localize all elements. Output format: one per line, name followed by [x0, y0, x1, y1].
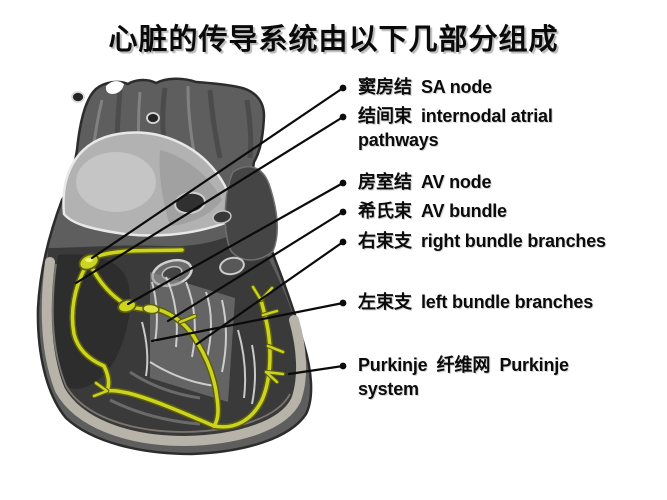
label-av-node: 房室结 AV node	[358, 171, 491, 195]
internodal-pathway	[70, 264, 111, 393]
bullet-purkinje	[339, 362, 347, 370]
label-left-bundle-en: left bundle branches	[421, 292, 594, 312]
label-av-bundle: 希氏束 AV bundle	[358, 200, 507, 224]
leader-line-internodal-pathways	[74, 115, 345, 285]
bullet-av-bundle	[339, 208, 347, 216]
label-av-node-en: AV node	[421, 172, 492, 192]
right-atrium-cut	[224, 165, 279, 261]
bullet-left-bundle	[339, 299, 347, 307]
leader-line-sa-node	[90, 86, 345, 260]
vessel-opening-left	[71, 91, 85, 103]
label-purkinje-en-prefix: Purkinje	[358, 355, 428, 375]
atrial-pathway	[96, 248, 184, 258]
label-left-bundle-zh: 左束支	[358, 292, 412, 312]
his-bundle-marker	[142, 303, 160, 315]
label-sa-node: 窦房结 SA node	[358, 76, 492, 100]
label-bullets	[339, 84, 347, 370]
leader-lines	[74, 86, 345, 376]
trabeculae-streaks	[141, 276, 256, 405]
atrium-highlight	[76, 152, 156, 212]
bullet-sa-node	[339, 84, 347, 92]
bullet-internodal-pathways	[339, 113, 347, 121]
conduction-system	[69, 246, 286, 431]
vessel-notch	[105, 80, 124, 94]
bottom-muscle-streaks	[109, 370, 201, 426]
vessel-ring-small	[212, 210, 232, 224]
sa-node-highlight	[85, 258, 93, 262]
label-purkinje-en: Purkinje	[499, 355, 569, 375]
label-right-bundle-branches: 右束支 right bundle branches	[358, 230, 606, 254]
label-sa-node-en: SA node	[421, 77, 492, 97]
label-av-bundle-zh: 希氏束	[358, 201, 412, 221]
bullet-right-bundle	[339, 238, 347, 246]
label-purkinje-en-line2: system	[358, 379, 419, 399]
label-av-node-zh: 房室结	[358, 172, 412, 192]
leader-line-av-node	[126, 181, 345, 306]
label-sa-node-zh: 窦房结	[358, 77, 412, 97]
leader-line-purkinje	[287, 364, 345, 376]
bullet-av-node	[339, 179, 347, 187]
heart-illustration	[36, 77, 313, 456]
left-cavity	[53, 254, 131, 389]
leader-line-left-bundle	[150, 301, 345, 343]
label-internodal-zh: 结间束	[358, 106, 412, 126]
label-purkinje-zh: 纤维网	[436, 355, 491, 375]
leader-line-av-bundle	[166, 210, 345, 323]
label-right-bundle-en: right bundle branches	[421, 231, 606, 251]
page-title: 心脏的传导系统由以下几部分组成	[108, 24, 559, 56]
label-purkinje-system: Purkinje 纤维网 Purkinje system	[358, 354, 569, 401]
label-left-bundle-branches: 左束支 left bundle branches	[358, 291, 593, 315]
label-internodal-en-line2: pathways	[358, 130, 439, 150]
label-av-bundle-en: AV bundle	[421, 201, 507, 221]
label-internodal-en: internodal atrial	[421, 106, 553, 126]
label-right-bundle-zh: 右束支	[358, 231, 412, 251]
label-internodal-pathways: 结间束 internodal atrial pathways	[358, 105, 553, 152]
outer-wall-band	[41, 257, 307, 447]
valve-ring-small	[219, 256, 245, 276]
vessel-opening-mid	[146, 112, 160, 124]
outer-wall-band-inner-line	[51, 263, 291, 433]
left-purkinje-branch	[105, 388, 216, 428]
